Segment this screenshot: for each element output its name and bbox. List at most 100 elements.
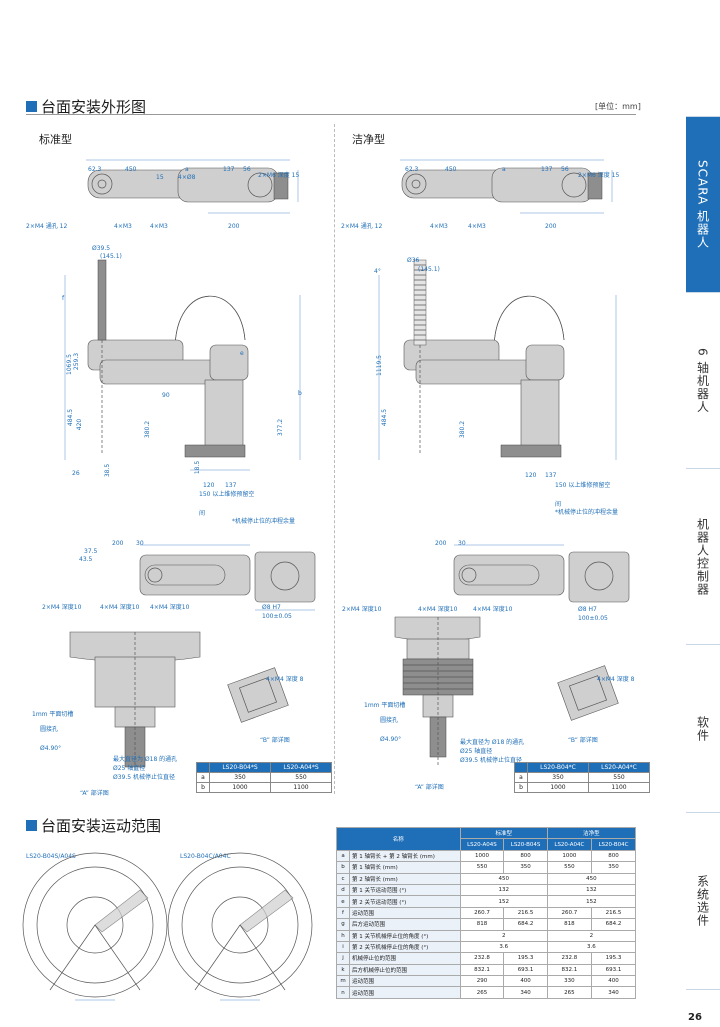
clean-plan-30: 30 (458, 540, 466, 547)
plan-m4-c: 4×M4 深度10 (150, 604, 190, 611)
clean-detail-b-caption: “B” 部详图 (568, 737, 598, 744)
clean-dim-a: a (502, 166, 506, 173)
range-left-label: LS20-B04S/A04S (26, 853, 76, 860)
clean-dim-450: 450 (445, 166, 457, 173)
plan-m4-a: 2×M4 深度10 (42, 604, 82, 611)
clean-plan-h7: Ø8 H7 (578, 606, 597, 613)
clean-side-view (378, 259, 617, 460)
standard-top-view (86, 159, 299, 214)
dim-a: a (185, 166, 189, 173)
plan-dim-30: 30 (136, 540, 144, 547)
clean-dim-484: 484.5 (381, 408, 389, 427)
clean-dim-380: 380.2 (459, 420, 467, 439)
clean-detail-a-note-1: 1mm 平面切槽 (364, 702, 406, 709)
dim-f: f (62, 295, 65, 302)
outline-section-title: 台面安装外形图 (26, 96, 146, 117)
clean-top-view (400, 159, 613, 214)
clean-type-label: 洁净型 (352, 133, 385, 146)
dim-m4-through: 2×M4 通孔 12 (26, 223, 68, 230)
clean-plan-view (453, 544, 630, 603)
clean-dim-145: (145.1) (418, 266, 440, 273)
range-right-label: LS20-B04C/A04C (180, 853, 231, 860)
dim-m6: 2×M6 深度 15 (258, 172, 300, 179)
standard-detail-a (69, 631, 201, 772)
detail-a-note-5: Ø39.5 机械停止位直径 (113, 774, 175, 781)
standard-side-view (64, 259, 301, 471)
dim-shaft-dia: Ø39.5 (92, 245, 111, 252)
clean-dim-200: 200 (545, 223, 557, 230)
clean-detail-a-note-4: Ø25 轴直径 (460, 748, 493, 755)
clean-plan-m4-a: 2×M4 深度10 (342, 606, 382, 613)
clean-dim-4xm3-a: 4×M3 (430, 223, 448, 230)
dim-b: b (298, 390, 302, 397)
range-diagram-left (22, 852, 168, 1001)
dim-15: 15 (156, 174, 164, 181)
dim-137-side: 137 (225, 482, 237, 489)
clearance-note: 150 以上维修预留空间 (199, 491, 255, 517)
plan-h7: Ø8 H7 (262, 604, 281, 611)
plan-dim-200: 200 (112, 540, 124, 547)
top-dim-lines (86, 159, 299, 214)
side-tab-controller[interactable]: 机器人控制器 (686, 468, 720, 645)
detail-a-note-3: 最大直径为 Ø18 的通孔 (113, 756, 178, 763)
clean-dim-56: 56 (561, 166, 569, 173)
detail-a-caption: “A” 部详图 (80, 790, 109, 797)
plan-m4-b: 4×M4 深度10 (100, 604, 140, 611)
dim-145-1: (145.1) (100, 253, 122, 260)
detail-a-note-4: Ø25 轴直径 (113, 765, 146, 772)
mech-stop-note: *机械停止位的冲程余量 (232, 518, 296, 525)
dim-18-5: 18.5 (194, 460, 202, 475)
plan-dim-43-5: 43.5 (79, 556, 93, 563)
clean-dim-dia: Ø36 (407, 257, 420, 264)
side-tab-software[interactable]: 软件 (686, 644, 720, 813)
standard-plan-view (139, 544, 316, 611)
dim-200: 200 (228, 223, 240, 230)
title-square-icon (26, 820, 37, 831)
bellows-drawing (413, 259, 427, 346)
page-number: 26 (688, 1012, 702, 1023)
clean-dim-137: 137 (545, 472, 557, 479)
clean-detail-a-note-5: Ø39.5 机械停止位直径 (460, 757, 522, 764)
side-tab-6axis[interactable]: 6 轴机器人 (686, 292, 720, 469)
plan-dim-37-5: 37.5 (84, 548, 98, 555)
clean-detail-a-caption: “A” 部详图 (415, 784, 444, 791)
clean-detail-b (557, 665, 619, 721)
clean-dim-62-3: 62.3 (405, 166, 419, 173)
clean-plan-100: 100±0.05 (578, 615, 608, 622)
detail-b-caption: “B” 部详图 (260, 737, 290, 744)
clean-mech-stop-note: *机械停止位的冲程余量 (555, 509, 619, 516)
dim-90: 90 (162, 392, 170, 399)
dim-e: e (240, 350, 244, 357)
clean-dim-m4: 2×M4 通孔 12 (341, 223, 383, 230)
side-tab-system-options[interactable]: 系统选件 (686, 812, 720, 990)
side-tab-scara[interactable]: SCARA 机器人 (686, 116, 720, 293)
dim-137: 137 (223, 166, 235, 173)
dim-62-3: 62.3 (88, 166, 102, 173)
clean-dim-120: 120 (525, 472, 537, 479)
dim-4xm3-a: 4×M3 (114, 223, 132, 230)
dim-420: 420 (76, 418, 84, 431)
detail-a-note-1: 1mm 平面切槽 (32, 711, 74, 718)
clean-dim-4deg: 4° (374, 268, 381, 275)
clean-dim-4xm3-b: 4×M3 (468, 223, 486, 230)
dim-4xm3-b: 4×M3 (150, 223, 168, 230)
clean-detail-a-note-2: 圆接孔 Ø4.90° (380, 717, 402, 743)
clean-clearance-note: 150 以上维修预留空间 (555, 482, 611, 508)
range-section-title: 台面安装运动范围 (26, 815, 161, 836)
clean-dim-137: 137 (541, 166, 553, 173)
clean-plan-m4-c: 4×M4 深度10 (473, 606, 513, 613)
dim-259: 259.3 (73, 352, 81, 371)
dim-377: 377.2 (277, 418, 285, 437)
detail-a-note-2: 圆接孔 Ø4.90° (40, 726, 62, 752)
